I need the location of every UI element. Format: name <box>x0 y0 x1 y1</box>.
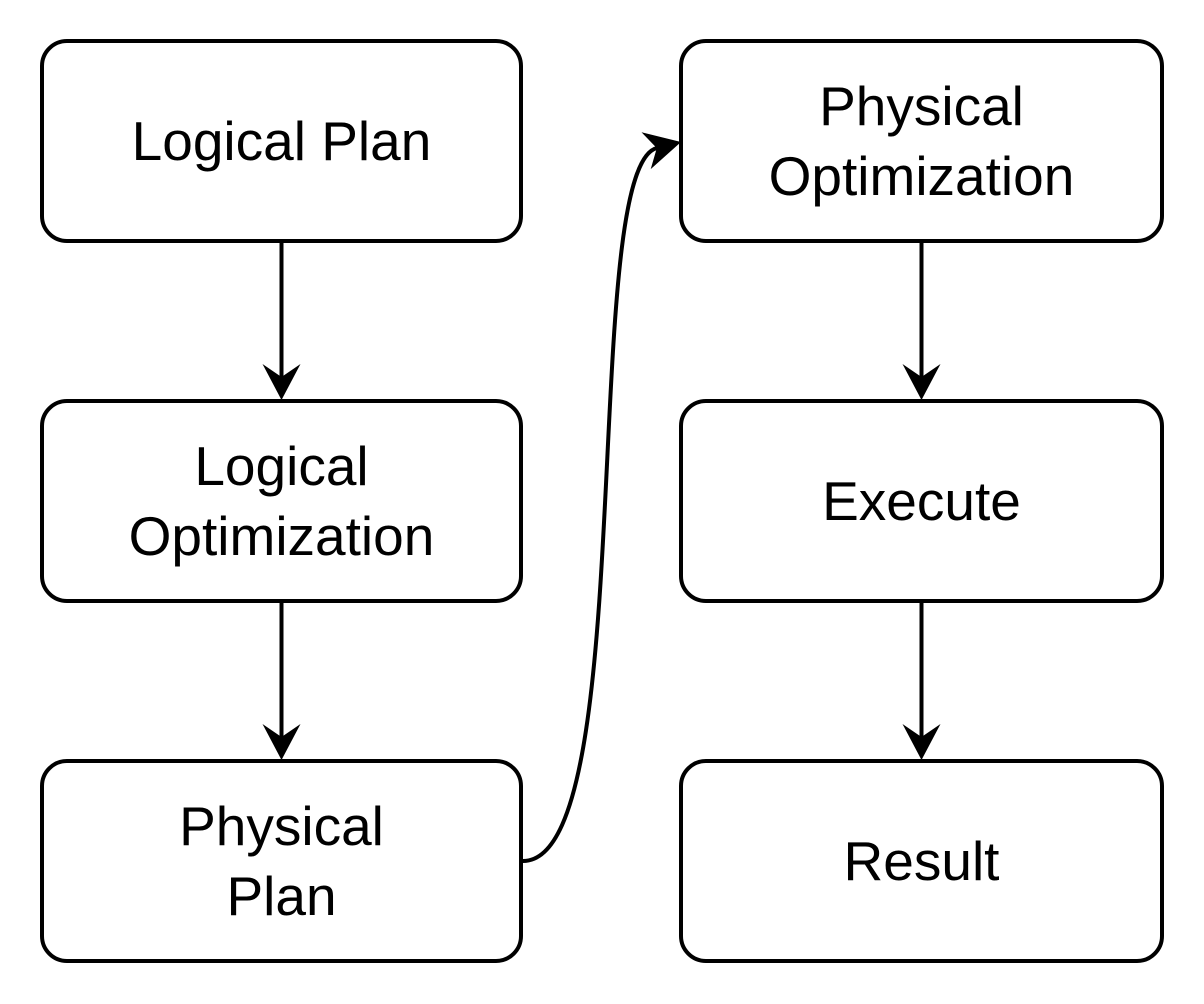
edge-logical-plan-to-logical-optimization-arrowhead-icon <box>262 364 301 400</box>
node-box-logical-plan <box>40 39 523 243</box>
node-box-physical-optimization <box>679 39 1164 243</box>
edge-physical-plan-to-physical-optimization-curve <box>522 146 658 863</box>
node-box-result <box>679 759 1164 963</box>
node-box-physical-plan <box>40 759 523 963</box>
node-box-execute <box>679 399 1164 603</box>
edge-physical-plan-to-physical-optimization-arrowhead-icon <box>641 132 681 170</box>
edge-execute-to-result-arrowhead-icon <box>902 724 941 760</box>
edge-physical-optimization-to-execute-arrowhead-icon <box>902 364 941 400</box>
node-box-logical-optimization <box>40 399 523 603</box>
edge-logical-optimization-to-physical-plan-arrowhead-icon <box>262 724 301 760</box>
